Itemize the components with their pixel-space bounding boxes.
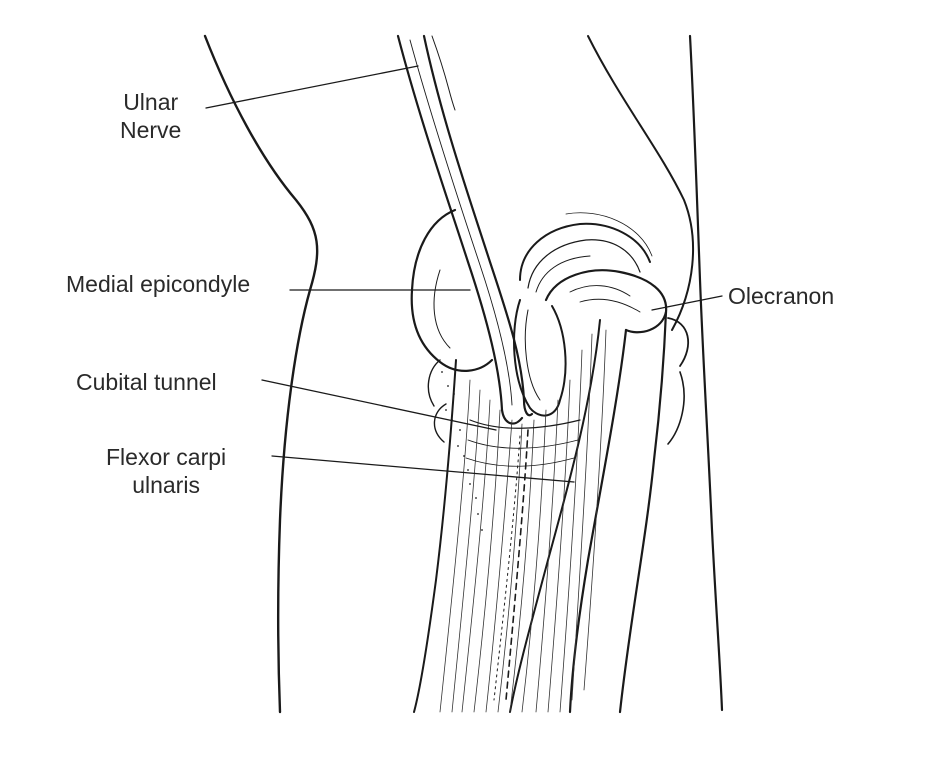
epicondyle-bumps [427, 359, 447, 443]
fcu-outline-left [413, 359, 457, 713]
label-medial-epicondyle: Medial epicondyle [66, 271, 251, 297]
trochlea-arcs [519, 222, 651, 281]
fascia-band [469, 419, 581, 429]
ulnar-nerve-outline-b [422, 34, 534, 417]
upper-arm-inner-contour [587, 35, 694, 331]
trochlea-arc-3 [535, 255, 591, 293]
label-ulnar-nerve: Ulnar Nerve [120, 88, 181, 144]
trochlea-arc-2 [527, 239, 641, 289]
ulnar-nerve-fibers-2 [431, 35, 456, 111]
lateral-bump-upper [667, 317, 689, 367]
cubital-tunnel-groove-inner [524, 309, 541, 401]
leader-olecranon [651, 295, 723, 311]
leader-ulnar-nerve [205, 65, 419, 109]
label-ulnar-nerve-line2: Nerve [120, 117, 182, 143]
olecranon-texture [569, 285, 641, 313]
label-flexor-line1: Flexor carpi [106, 444, 227, 470]
medial-epicondyle-inner [433, 269, 451, 349]
olecranon-outline [544, 269, 668, 334]
medial-epicondyle-outline [410, 208, 494, 372]
ulnar-nerve-fibers [409, 39, 513, 406]
leader-flexor-carpi-ulnaris [271, 455, 575, 483]
cubital-tunnel-groove [513, 299, 567, 417]
label-flexor-carpi-ulnaris: Flexor carpi ulnaris [106, 443, 226, 499]
ulna-shaft-front [568, 328, 628, 714]
ulna-shaft-back [618, 310, 668, 714]
label-ulnar-nerve-line1: Ulnar [123, 89, 179, 115]
fcu-fibers [439, 329, 607, 713]
arm-outline-left [203, 34, 319, 714]
nerve-course-dashed [505, 429, 529, 701]
label-olecranon: Olecranon [728, 283, 835, 309]
leader-cubital-tunnel [261, 379, 497, 431]
trochlea-arc-4 [565, 212, 653, 257]
ulna-shaft-back-outer [667, 371, 685, 445]
ulnar-nerve-outline-a [396, 34, 524, 425]
fascia-band-3 [465, 457, 575, 467]
fascia-band-2 [467, 439, 579, 449]
label-cubital-tunnel: Cubital tunnel [76, 369, 217, 395]
label-flexor-line2: ulnaris [132, 472, 200, 498]
arm-outline-right [688, 34, 724, 712]
